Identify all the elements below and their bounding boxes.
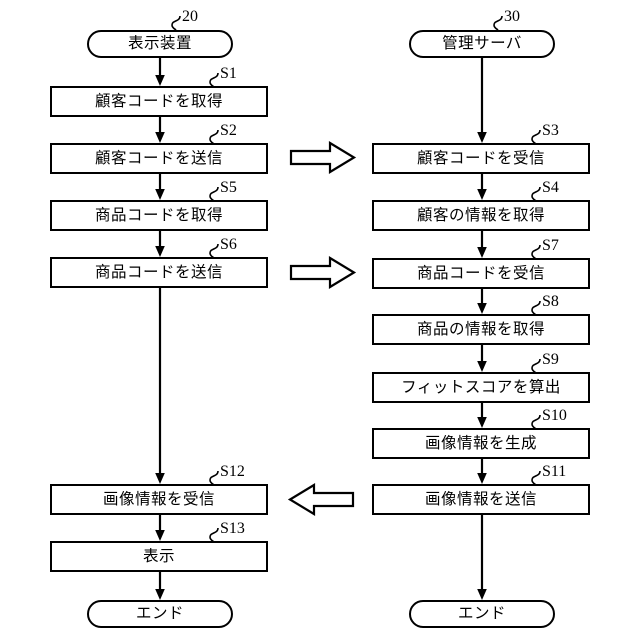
connector-s5-to-s6 — [152, 231, 168, 257]
ref-label-20: 20 — [182, 8, 198, 25]
leader-line-ref-20 — [169, 14, 181, 31]
connector-s11-to-end-right — [474, 515, 490, 600]
process-s6: 商品コードを送信 — [50, 257, 268, 288]
connector-s9-to-s10 — [474, 403, 490, 428]
connector-s6-to-s12 — [152, 288, 168, 484]
connector-s8-to-s9 — [474, 345, 490, 372]
ref-label-30: 30 — [504, 8, 520, 25]
step-ref-s7: S7 — [542, 237, 559, 254]
step-ref-s8: S8 — [542, 293, 559, 310]
leader-line-s8 — [529, 299, 541, 316]
step-ref-s2: S2 — [220, 122, 237, 139]
process-s7: 商品コードを受信 — [372, 258, 590, 289]
leader-line-s13 — [207, 526, 219, 543]
leader-line-s12 — [207, 469, 219, 486]
terminal-end-right: エンド — [409, 600, 555, 628]
connector-s7-to-s8 — [474, 289, 490, 314]
step-ref-s3: S3 — [542, 122, 559, 139]
connector-start-to-s3 — [474, 58, 490, 143]
leader-line-s5 — [207, 185, 219, 202]
connector-s2-to-s5 — [152, 174, 168, 200]
leader-line-ref-30 — [491, 14, 503, 31]
terminal-end-left: エンド — [87, 600, 233, 628]
leader-line-s7 — [529, 243, 541, 260]
step-ref-s5: S5 — [220, 179, 237, 196]
process-s4: 顧客の情報を取得 — [372, 200, 590, 231]
leader-line-s10 — [529, 413, 541, 430]
leader-line-s9 — [529, 357, 541, 374]
leader-line-s6 — [207, 242, 219, 259]
connector-s12-to-s13 — [152, 515, 168, 541]
step-ref-s6: S6 — [220, 236, 237, 253]
cross-arrow-customer-code-transfer — [289, 141, 357, 174]
process-s1: 顧客コードを取得 — [50, 86, 268, 117]
leader-line-s4 — [529, 185, 541, 202]
process-s2: 顧客コードを送信 — [50, 143, 268, 174]
cross-arrow-product-code-transfer — [289, 256, 357, 289]
process-s13: 表示 — [50, 541, 268, 572]
step-ref-s9: S9 — [542, 351, 559, 368]
terminal-start-display-device: 表示装置 — [87, 30, 233, 58]
step-ref-s1: S1 — [220, 65, 237, 82]
step-ref-s10: S10 — [542, 407, 567, 424]
step-ref-s12: S12 — [220, 463, 245, 480]
process-s3: 顧客コードを受信 — [372, 143, 590, 174]
leader-line-s1 — [207, 71, 219, 88]
step-ref-s4: S4 — [542, 179, 559, 196]
process-s11: 画像情報を送信 — [372, 484, 590, 515]
process-s10: 画像情報を生成 — [372, 428, 590, 459]
leader-line-s3 — [529, 128, 541, 145]
leader-line-s2 — [207, 128, 219, 145]
process-s5: 商品コードを取得 — [50, 200, 268, 231]
leader-line-s11 — [529, 469, 541, 486]
process-s9: フィットスコアを算出 — [372, 372, 590, 403]
terminal-start-management-server: 管理サーバ — [409, 30, 555, 58]
process-s12: 画像情報を受信 — [50, 484, 268, 515]
connector-s13-to-end-left — [152, 572, 168, 600]
process-s8: 商品の情報を取得 — [372, 314, 590, 345]
connector-start-to-s1 — [152, 58, 168, 86]
connector-s1-to-s2 — [152, 117, 168, 143]
connector-s4-to-s7 — [474, 231, 490, 258]
step-ref-s13: S13 — [220, 520, 245, 537]
connector-s10-to-s11 — [474, 459, 490, 484]
cross-arrow-image-data-transfer — [287, 483, 355, 516]
connector-s3-to-s4 — [474, 174, 490, 200]
step-ref-s11: S11 — [542, 463, 567, 480]
